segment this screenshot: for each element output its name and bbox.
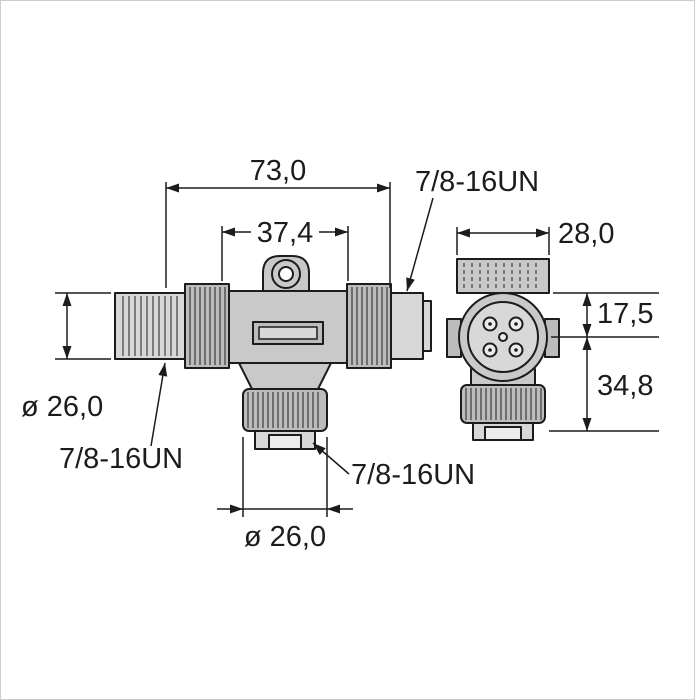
front-view (114, 255, 432, 450)
dim-side-width: 28,0 (558, 218, 614, 250)
pin-3-dot (488, 348, 492, 352)
side-view (446, 258, 560, 441)
arrowhead (582, 337, 592, 350)
arrowhead (457, 228, 470, 238)
side-bottom-nut (460, 384, 546, 424)
arrowhead (582, 418, 592, 431)
arrowhead (327, 504, 340, 514)
dim-overall-width: 73,0 (250, 155, 306, 187)
label-plate-inner (258, 326, 318, 340)
arrowhead (222, 227, 235, 237)
side-bottom-nut-hatch (465, 388, 542, 420)
arrowhead (230, 504, 243, 514)
arrowhead (377, 183, 390, 193)
arrowhead (62, 346, 72, 359)
right-nut-hatch (351, 287, 388, 365)
arrowhead (62, 293, 72, 306)
dim-side-upper: 17,5 (597, 298, 653, 330)
dim-side-lower: 34,8 (597, 370, 653, 402)
right-female-end (390, 292, 424, 360)
right-coupling-nut (346, 283, 392, 369)
leader-line (406, 197, 434, 292)
pin-1-dot (488, 322, 492, 326)
side-top-block (456, 258, 550, 294)
label-thread-right: 7/8-16UN (415, 166, 539, 198)
arrowhead (313, 443, 326, 455)
label-thread-left: 7/8-16UN (59, 443, 183, 475)
pin-2-dot (514, 322, 518, 326)
arrowhead (582, 293, 592, 306)
left-nut-hatch (189, 287, 226, 365)
dimensions: 73,0 37,4 7/8-16UN 28,0 17,5 34,8 (21, 155, 659, 553)
left-thread-hatch (122, 296, 178, 356)
leader-line (150, 362, 166, 447)
arrowhead (166, 183, 179, 193)
right-end-step (422, 300, 432, 352)
side-top-knurl-hatch (463, 263, 537, 289)
arrowhead (536, 228, 549, 238)
arrowhead (582, 324, 592, 337)
bottom-taper (238, 362, 332, 392)
left-male-thread (114, 292, 186, 360)
dim-bottom-diameter: ø 26,0 (244, 521, 326, 553)
side-bottom-opening (484, 426, 522, 441)
bottom-opening (268, 434, 302, 450)
arrowhead (335, 227, 348, 237)
arrowhead (158, 363, 168, 377)
keyway-hole (498, 332, 508, 342)
left-coupling-nut (184, 283, 230, 369)
arrowhead (406, 277, 415, 291)
dim-inner-width: 37,4 (257, 217, 313, 249)
pin-4-dot (514, 348, 518, 352)
bottom-coupling-nut (242, 388, 328, 432)
label-thread-bottom: 7/8-16UN (351, 459, 475, 491)
dim-left-diameter: ø 26,0 (21, 391, 103, 423)
bottom-nut-hatch (247, 392, 319, 428)
mounting-hole (278, 266, 294, 282)
